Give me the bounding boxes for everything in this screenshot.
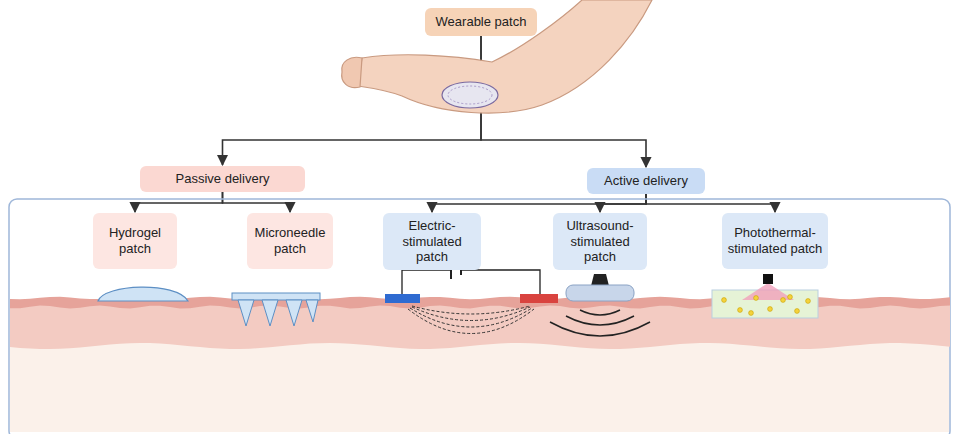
patch-box: Ultrasound-stimulated patch [553,213,647,270]
patch-box: Photothermal-stimulated patch [722,213,828,269]
patch-box: Electric-stimulated patch [383,213,481,270]
flow-arrow [223,192,291,212]
node-label: Passive delivery [176,171,270,187]
flow-arrow [135,192,223,212]
patch-box: Hydrogel patch [93,213,177,269]
microneedle-array [232,293,320,326]
category-box: Passive delivery [140,166,305,192]
node-label: Ultrasound-stimulated patch [558,218,642,265]
node-label: Active delivery [604,173,688,189]
category-box: Active delivery [587,168,705,194]
node-label: Wearable patch [436,14,527,30]
flow-arrow [600,194,646,212]
title-box: Wearable patch [425,8,537,36]
flow-arrow [646,194,775,212]
flow-arrow [432,194,646,212]
electrode-circuit [385,261,558,334]
region-frame [9,199,950,434]
node-label: Hydrogel patch [98,225,172,256]
arm [342,0,652,113]
ultrasound-probe [550,274,650,336]
node-label: Photothermal-stimulated patch [727,225,823,256]
hypodermis [10,300,949,432]
photothermal-patch [712,274,818,318]
hydrogel-patch [98,287,188,301]
node-label: Microneedle patch [252,225,328,256]
node-label: Electric-stimulated patch [388,218,476,265]
patch-box: Microneedle patch [247,213,333,269]
